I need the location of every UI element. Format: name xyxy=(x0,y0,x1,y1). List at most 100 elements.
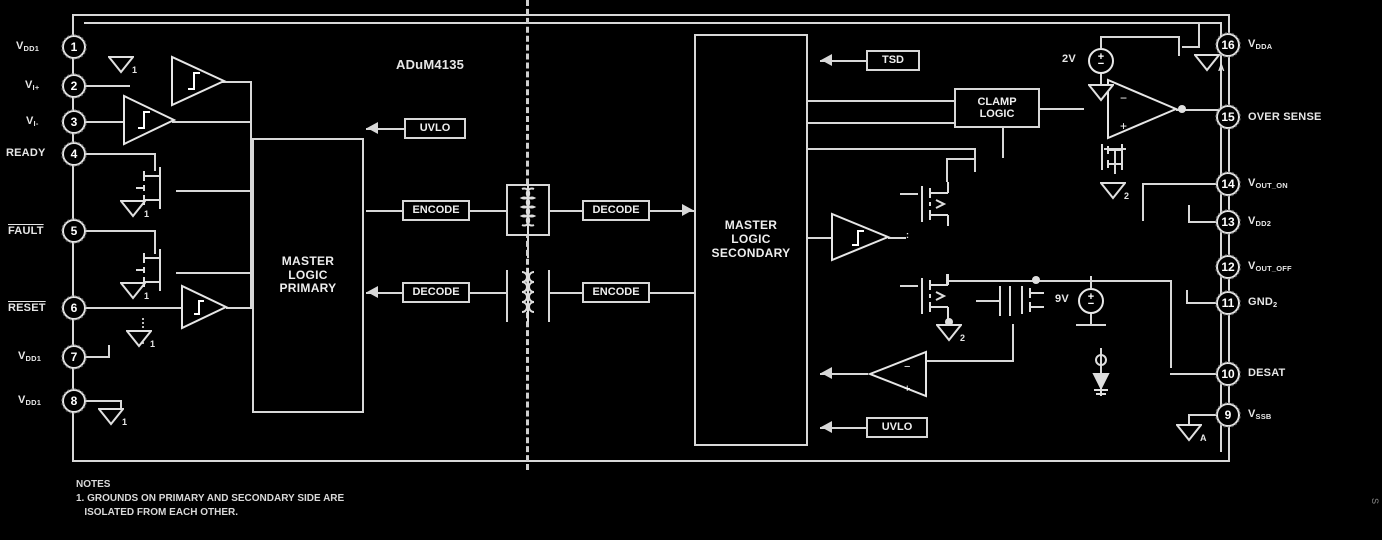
pin7-stub-wire xyxy=(86,356,110,358)
pin-1[interactable]: 1 xyxy=(61,34,87,60)
vsrc-clamp-minus: − xyxy=(1097,58,1105,70)
secondary-bus-mid-wire xyxy=(808,148,976,150)
buffer2-out-wire xyxy=(222,81,252,83)
frame-right-inner-wire xyxy=(1220,22,1222,452)
pin-8[interactable]: 8 xyxy=(61,388,87,414)
comparator-out-wire xyxy=(1176,109,1222,111)
pin14-wire xyxy=(1142,183,1220,185)
pin4-wire xyxy=(86,153,156,155)
ground-clamp2-label: 2 xyxy=(1124,191,1130,201)
vdda-drop-wire xyxy=(1198,22,1200,48)
decode-bottom-arrow-icon xyxy=(367,286,378,298)
uvlo-primary-block: UVLO xyxy=(404,118,466,139)
clamp-logic-block: CLAMP LOGIC xyxy=(954,88,1040,128)
pin-13[interactable]: 13 xyxy=(1215,209,1241,235)
decode-top-block: DECODE xyxy=(582,200,650,221)
master-logic-secondary-label: MASTER LOGIC SECONDARY xyxy=(711,218,791,260)
ground-lowfet-label: 2 xyxy=(960,333,966,343)
over-sense-comparator-icon: − + xyxy=(1107,78,1179,140)
notes-heading: NOTES xyxy=(76,479,111,490)
notes-body: 1. GROUNDS ON PRIMARY AND SECONDARY SIDE… xyxy=(76,493,345,518)
pin-11-label: GND2 xyxy=(1248,296,1278,309)
svg-text:+: + xyxy=(904,383,910,395)
pin8-down-wire xyxy=(120,400,122,412)
svg-text:+: + xyxy=(1120,119,1127,133)
vsrc-desat-value: 9V xyxy=(1055,293,1069,305)
svg-text:−: − xyxy=(904,361,910,373)
pin-8-label: VDD1 xyxy=(18,394,42,407)
pin-9-label: VSSB xyxy=(1248,408,1272,421)
desat-comparator-icon: − + xyxy=(867,350,927,398)
pin-5[interactable]: 5 xyxy=(61,218,87,244)
vsrc-desat-down-wire xyxy=(1090,314,1092,324)
ground-fault-label: 1 xyxy=(144,291,150,301)
ground-ready-label: 1 xyxy=(144,209,150,219)
low-fet-gate-wire xyxy=(900,285,918,287)
pin-16[interactable]: 16 xyxy=(1215,32,1241,58)
pin-4[interactable]: 4 xyxy=(61,141,87,167)
encode-top-in-wire xyxy=(366,210,402,212)
pin9-drop-wire xyxy=(1188,414,1190,426)
ground-vdda-label: A xyxy=(1218,63,1225,73)
reset-buffer-icon xyxy=(181,284,229,330)
decode-top-arrow-icon xyxy=(682,204,693,216)
ready-open-drain-mosfet-icon xyxy=(136,167,161,209)
gate-buffer-in-wire xyxy=(808,237,832,239)
pin9-wire xyxy=(1188,414,1220,416)
clamp-down-wire xyxy=(1002,128,1004,158)
primary-bus-wire xyxy=(250,121,252,309)
input-buffer-1-icon xyxy=(123,94,177,146)
tsd-block: TSD xyxy=(866,50,920,71)
ground-symbol-lowfet-icon xyxy=(936,324,962,342)
gate-buffer-out-label: : xyxy=(906,230,910,240)
pin-7[interactable]: 7 xyxy=(61,344,87,370)
vsrc-clamp-down-wire xyxy=(1100,74,1102,86)
pin-10[interactable]: 10 xyxy=(1215,361,1241,387)
desat-comparator-out-wire xyxy=(820,373,868,375)
input-buffer-2-icon xyxy=(171,55,227,107)
vsrc-clamp-2v: + − xyxy=(1088,48,1114,74)
pin-6[interactable]: 6 xyxy=(61,295,87,321)
pin13-wire xyxy=(1188,221,1220,223)
ground-symbol-vdda-icon xyxy=(1194,54,1220,72)
high-fet-gate-wire xyxy=(900,193,918,195)
desat-cap-in-wire xyxy=(976,300,998,302)
pin-15[interactable]: 15 xyxy=(1215,104,1241,130)
ground-symbol-ready-icon xyxy=(120,200,146,218)
pin-10-label: DESAT xyxy=(1248,367,1286,379)
pin-13-label: VDD2 xyxy=(1248,215,1272,228)
tsd-wire xyxy=(820,60,866,62)
pin-7-label: VDD1 xyxy=(18,350,42,363)
encode-bottom-in-wire xyxy=(650,292,694,294)
desat-out-arrow-icon xyxy=(821,367,832,379)
pin3-to-buffer-wire xyxy=(86,121,128,123)
pin-12[interactable]: 12 xyxy=(1215,254,1241,280)
pin-14[interactable]: 14 xyxy=(1215,171,1241,197)
vdda-stub-wire xyxy=(1182,46,1200,48)
high-fet-drain-wire xyxy=(946,158,948,182)
clamp-logic-label: CLAMP LOGIC xyxy=(977,95,1017,120)
buffer-merge-wire xyxy=(250,81,252,123)
pin-11[interactable]: 11 xyxy=(1215,290,1241,316)
decode-bottom-out-wire xyxy=(366,292,402,294)
vsrc-desat-plus: + xyxy=(1087,291,1095,303)
uvlo-secondary-arrow-icon xyxy=(821,421,832,433)
vsrc-desat-9v: + − xyxy=(1078,288,1104,314)
pin-16-label: VDDA xyxy=(1248,38,1273,51)
ground-symbol-clamp-icon xyxy=(1088,84,1114,102)
pin6-wire xyxy=(86,307,182,309)
ground-symbol-fault-icon xyxy=(120,282,146,300)
ground-symbol-clamp2-icon xyxy=(1100,182,1126,200)
decode-top-out-wire xyxy=(650,210,694,212)
pin-2[interactable]: 2 xyxy=(61,73,87,99)
part-number-label: ADuM4135 xyxy=(396,57,465,72)
pin-15-label: OVER SENSE xyxy=(1248,111,1322,123)
frame-top-wire xyxy=(72,14,1230,16)
svg-text:−: − xyxy=(1120,91,1127,105)
pin-3[interactable]: 3 xyxy=(61,109,87,135)
pin-5-label: FAULT xyxy=(8,225,44,237)
uvlo-secondary-wire xyxy=(820,427,866,429)
ground-pin8-label: 1 xyxy=(122,417,128,427)
pin-9[interactable]: 9 xyxy=(1215,402,1241,428)
